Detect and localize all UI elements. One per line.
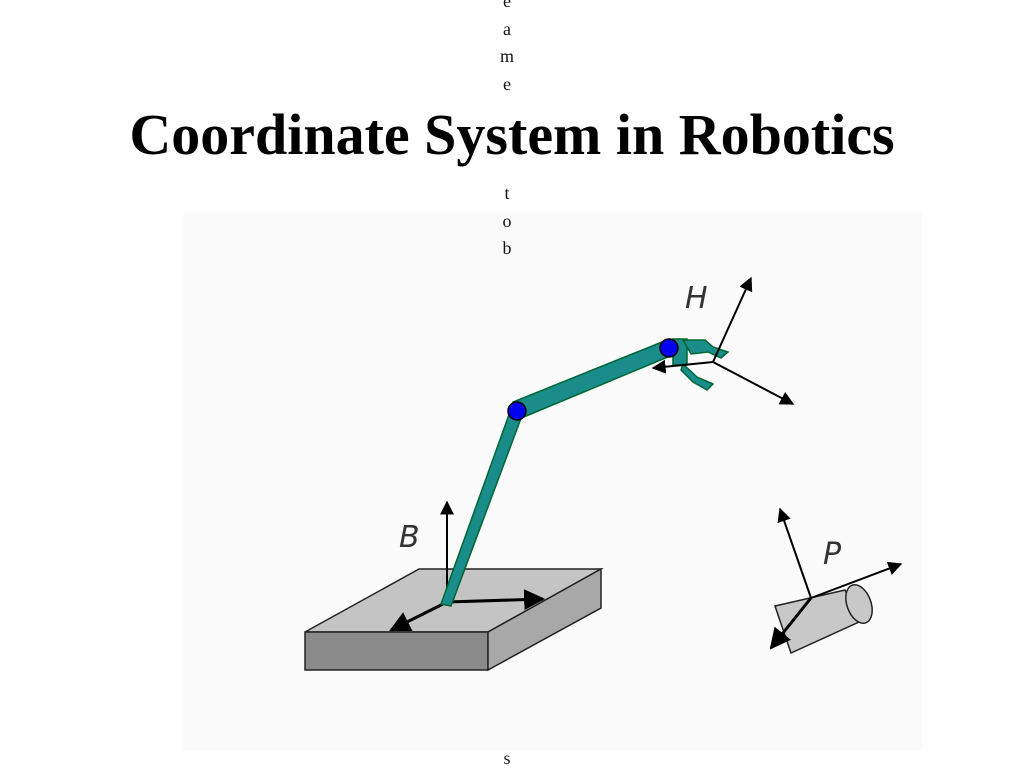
part-frame-axes <box>769 507 903 650</box>
vertical-letter: e <box>503 73 511 94</box>
vertical-letter: a <box>503 18 511 39</box>
vertical-letter-gap <box>498 98 516 180</box>
base-front-face <box>304 631 489 671</box>
base-y-axis <box>389 600 448 632</box>
vertical-letter: e <box>503 0 511 11</box>
wrist-joint <box>659 338 679 358</box>
vertical-letter: m <box>499 46 514 66</box>
part-z-axis <box>777 507 812 599</box>
vertical-letter-column: e a m e t o b <box>498 0 516 263</box>
vertical-letter-bottom: s <box>503 748 511 768</box>
base-frame-label: B <box>399 520 420 555</box>
elbow-joint <box>507 401 527 421</box>
workpiece-cylinder <box>774 584 873 655</box>
page-title: Coordinate System in Robotics <box>129 102 895 167</box>
part-x-axis <box>810 561 903 599</box>
gripper-lower-finger <box>680 362 715 391</box>
hand-x-axis <box>712 361 795 405</box>
hand-y-axis <box>651 359 714 374</box>
robot-coordinate-figure: B H P <box>183 212 922 750</box>
robot-diagram-svg: B H P <box>304 276 903 672</box>
vertical-letter: t <box>504 183 510 203</box>
part-frame-label: P <box>823 537 842 572</box>
base-x-axis <box>446 589 546 611</box>
hand-frame-axes <box>651 276 795 405</box>
part-y-axis <box>769 597 813 650</box>
vertical-letter: b <box>502 238 512 258</box>
vertical-letter: o <box>502 210 512 231</box>
base-side-face <box>487 567 602 672</box>
hand-frame-label: H <box>685 281 708 316</box>
hand-z-axis <box>712 276 753 363</box>
cylinder-end-cap <box>845 584 873 624</box>
upper-arm-link <box>512 339 677 420</box>
